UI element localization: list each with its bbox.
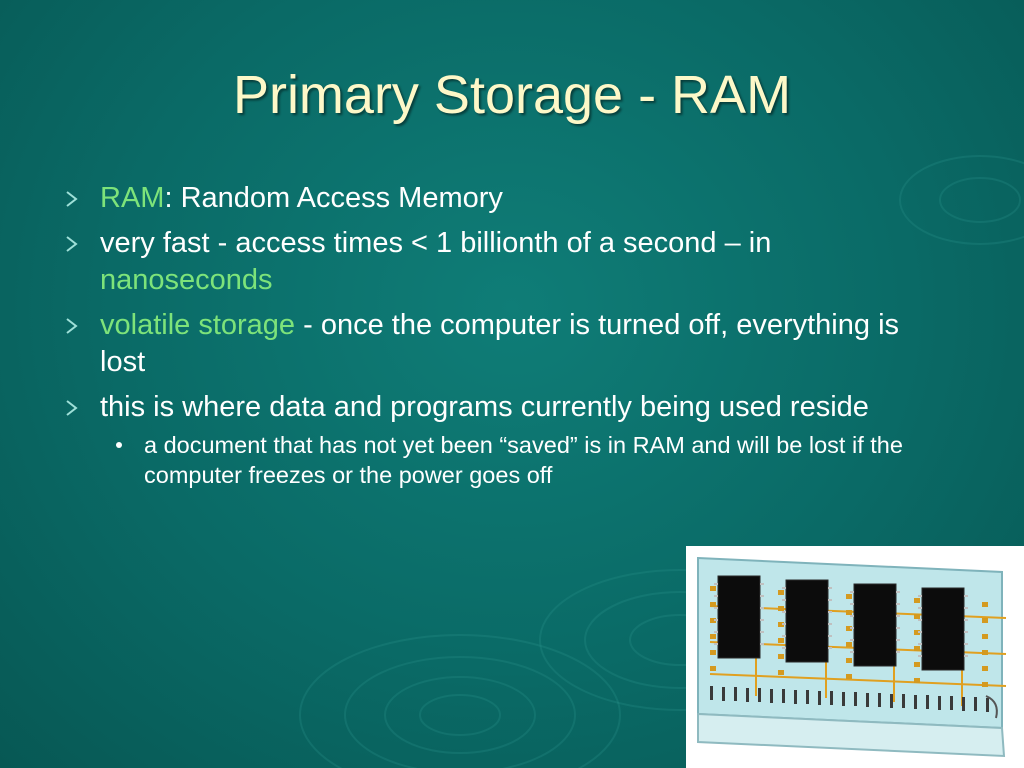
term-volatile-storage: volatile storage — [100, 309, 296, 341]
dot-icon — [116, 442, 122, 448]
bullet-volatile: volatile storage - once the computer is … — [62, 307, 942, 381]
chevron-right-icon — [66, 400, 78, 416]
bullet-text: very fast - access times < 1 billionth o… — [100, 227, 772, 259]
bullet-text: this is where data and programs currentl… — [100, 391, 869, 423]
bullet-ram: RAM: Random Access Memory — [62, 180, 942, 217]
ram-module-illustration — [697, 556, 1007, 758]
chevron-right-icon — [66, 318, 78, 334]
slide-title: Primary Storage - RAM — [232, 65, 792, 125]
ram-module-image — [686, 546, 1024, 768]
term-nanoseconds: nanoseconds — [100, 264, 273, 296]
bullet-text: - once the computer is turned off, every… — [100, 309, 900, 378]
sub-bullet-document: a document that has not yet been “saved”… — [100, 430, 942, 490]
bullet-speed: very fast - access times < 1 billionth o… — [62, 225, 942, 299]
chevron-right-icon — [66, 191, 78, 207]
bullet-text: : Random Access Memory — [164, 182, 503, 214]
term-ram: RAM — [100, 182, 165, 214]
sub-bullet-text: a document that has not yet been “saved”… — [144, 432, 903, 488]
bullet-programs: this is where data and programs currentl… — [62, 389, 942, 490]
chevron-right-icon — [66, 236, 78, 252]
bullet-list: RAM: Random Access Memory very fast - ac… — [62, 180, 942, 498]
sub-bullet-list: a document that has not yet been “saved”… — [100, 430, 942, 490]
